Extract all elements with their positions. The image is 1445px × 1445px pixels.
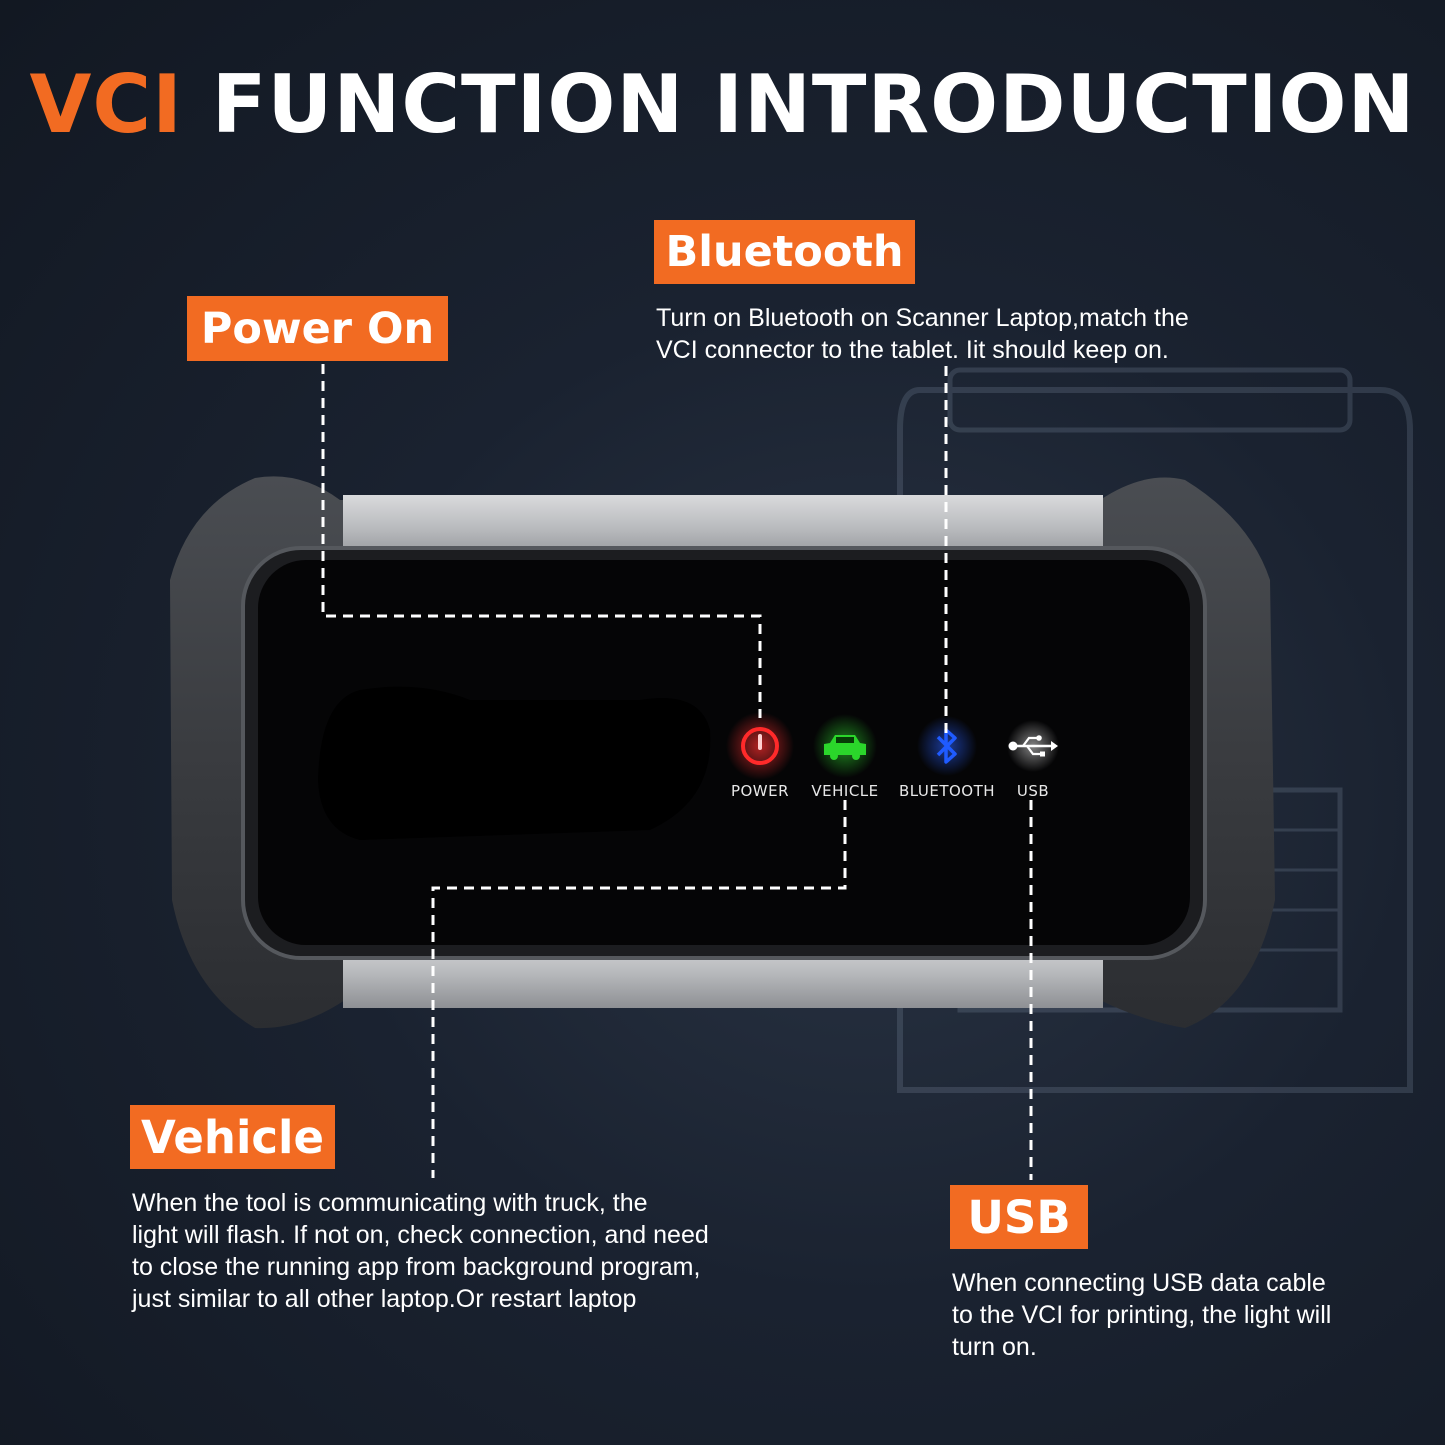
usb-icon: [1007, 720, 1059, 772]
power-on-tag: Power On: [187, 296, 448, 361]
led-power: POWER: [730, 720, 790, 800]
led-label-power: POWER: [730, 782, 790, 800]
led-vehicle: VEHICLE: [811, 720, 879, 800]
led-label-vehicle: VEHICLE: [811, 782, 879, 800]
led-bluetooth: BLUETOOTH: [898, 720, 996, 800]
title-accent: VCI: [29, 58, 183, 151]
car-icon: [819, 720, 871, 772]
page-title: VCI FUNCTION INTRODUCTION: [0, 58, 1445, 151]
vehicle-tag: Vehicle: [130, 1105, 335, 1169]
bluetooth-description: Turn on Bluetooth on Scanner Laptop,matc…: [656, 302, 1189, 366]
usb-description: When connecting USB data cable to the VC…: [952, 1267, 1331, 1363]
vehicle-desc-line: When the tool is communicating with truc…: [132, 1189, 648, 1217]
vehicle-desc-line: just similar to all other laptop.Or rest…: [132, 1285, 637, 1313]
bluetooth-tag: Bluetooth: [654, 220, 915, 284]
usb-desc-line: to the VCI for printing, the light will: [952, 1301, 1332, 1329]
led-usb: USB: [1007, 720, 1059, 800]
bluetooth-desc-line: Turn on Bluetooth on Scanner Laptop,matc…: [656, 304, 1189, 332]
bluetooth-icon: [921, 720, 973, 772]
usb-desc-line: turn on.: [952, 1333, 1037, 1361]
led-label-usb: USB: [1016, 782, 1050, 800]
title-rest: FUNCTION INTRODUCTION: [211, 58, 1416, 151]
vehicle-description: When the tool is communicating with truc…: [132, 1187, 709, 1315]
power-icon: [734, 720, 786, 772]
vehicle-desc-line: light will flash. If not on, check conne…: [132, 1221, 709, 1249]
usb-tag: USB: [950, 1185, 1088, 1249]
bluetooth-desc-line: VCI connector to the tablet. Iit should …: [656, 336, 1169, 364]
led-label-bluetooth: BLUETOOTH: [898, 782, 996, 800]
usb-desc-line: When connecting USB data cable: [952, 1269, 1326, 1297]
vehicle-desc-line: to close the running app from background…: [132, 1253, 701, 1281]
